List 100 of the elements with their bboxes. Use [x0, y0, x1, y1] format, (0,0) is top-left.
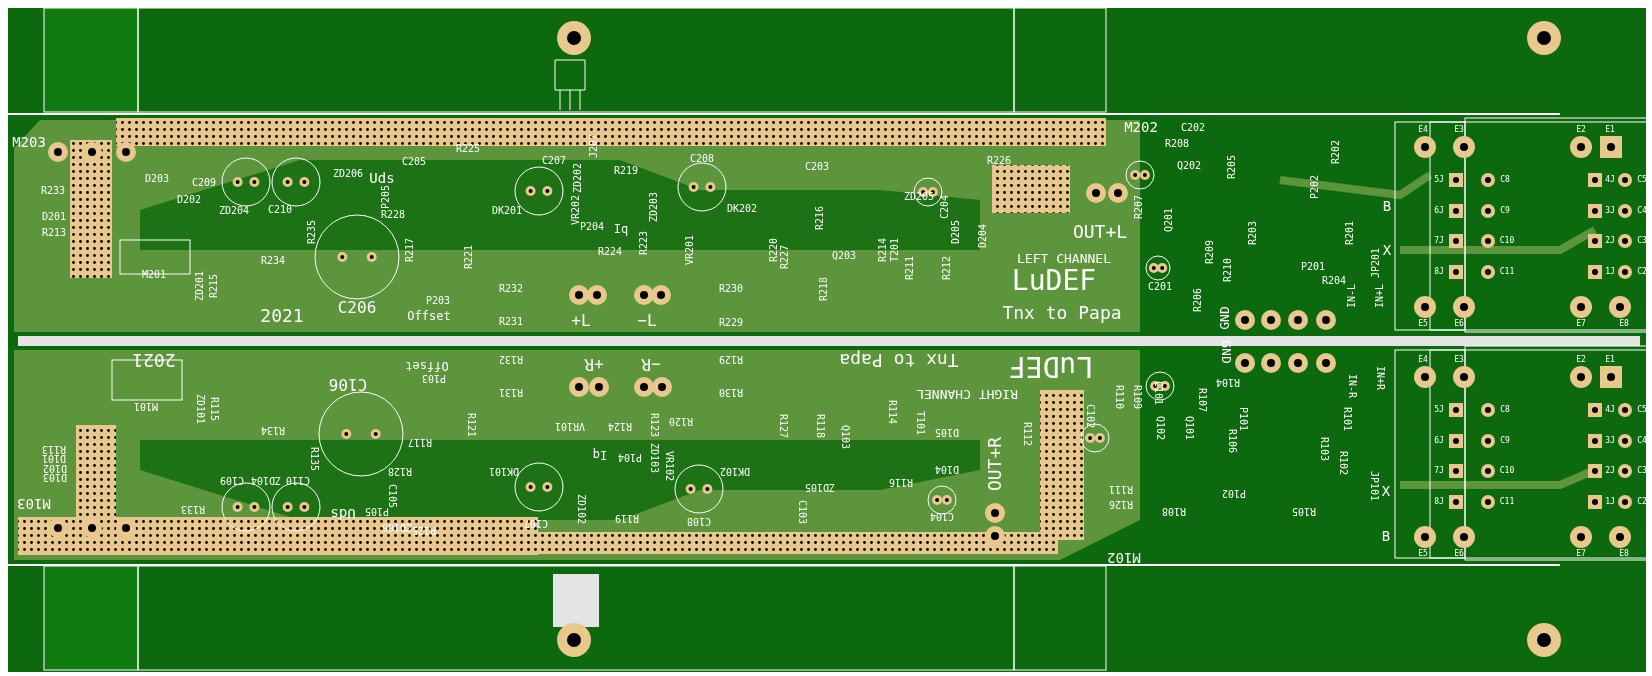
pin-label: C9	[1500, 207, 1510, 215]
component-designator: R103	[1319, 436, 1329, 462]
component-designator: DK201	[491, 206, 523, 216]
component-designator: VR101	[554, 421, 586, 431]
component-designator: R117	[407, 437, 433, 447]
component-designator: R214	[878, 237, 888, 263]
component-designator: R118	[815, 413, 825, 439]
terminal-label: IN-R	[1347, 373, 1357, 399]
component-designator: R232	[498, 284, 524, 294]
component-designator: R121	[466, 412, 476, 438]
terminal-label: +R	[584, 356, 604, 372]
component-designator: C102	[1085, 403, 1095, 429]
component-designator: P103	[421, 373, 447, 383]
component-designator: R115	[209, 396, 219, 422]
board-title: LuDEF	[1008, 352, 1094, 380]
component-designator: R135	[309, 446, 319, 472]
component-designator: M203	[12, 135, 46, 149]
component-designator: VR201	[685, 234, 695, 266]
pin-label: C5	[1637, 406, 1647, 414]
component-designator: D203	[144, 174, 170, 184]
component-designator: R110	[1114, 384, 1124, 410]
component-designator: R108	[1161, 506, 1187, 516]
component-designator: R134	[260, 425, 286, 435]
component-designator: JP201	[1371, 247, 1381, 279]
component-designator: R126	[1108, 499, 1134, 509]
terminal-label: GND	[1217, 306, 1231, 330]
terminal-label: IN+R	[1375, 365, 1385, 391]
component-designator: C210	[267, 205, 293, 215]
component-designator: M102	[1107, 551, 1141, 565]
pin-label: C2	[1637, 268, 1647, 276]
component-designator: Q101	[1184, 415, 1194, 441]
pin-label: E7	[1576, 550, 1586, 558]
component-designator: R226	[986, 156, 1012, 166]
component-designator: ZD103	[649, 442, 659, 474]
component-designator: R228	[380, 210, 406, 220]
terminal-label: IN+L	[1375, 283, 1385, 309]
pin-label: E3	[1454, 356, 1464, 364]
component-designator: R218	[819, 276, 829, 302]
component-designator: R206	[1193, 287, 1203, 313]
component-designator: D201	[41, 212, 67, 222]
pin-label: C10	[1499, 467, 1515, 475]
pin-label: C10	[1499, 237, 1515, 245]
component-designator: R220	[769, 237, 779, 263]
component-designator: C105	[387, 483, 397, 509]
component-designator: DK102	[719, 466, 751, 476]
pin-label: E6	[1454, 320, 1464, 328]
pin-label: C3	[1637, 237, 1647, 245]
component-designator: R107	[1197, 387, 1207, 413]
pin-label: C8	[1500, 406, 1510, 414]
component-designator: R101	[1342, 406, 1352, 432]
component-designator: C108	[686, 516, 712, 526]
component-designator: P203	[425, 296, 451, 306]
pin-label: 3J	[1605, 437, 1615, 445]
component-designator: P104	[617, 452, 643, 462]
pin-label: E4	[1418, 356, 1428, 364]
pin-label: 2J	[1605, 467, 1615, 475]
component-designator: R215	[209, 273, 219, 299]
pin-label: E5	[1418, 320, 1428, 328]
component-designator: C201	[1147, 282, 1173, 292]
component-designator: R120	[668, 416, 694, 426]
component-designator: C208	[689, 154, 715, 164]
pin-label: 6J	[1434, 207, 1444, 215]
pin-label: C5	[1637, 176, 1647, 184]
component-designator: M201	[141, 270, 167, 280]
pin-label: 7J	[1434, 237, 1444, 245]
trimmer-label: Offset	[405, 360, 449, 372]
component-designator: ZD202	[573, 162, 583, 194]
component-designator: DK202	[726, 204, 758, 214]
pin-label: E4	[1418, 126, 1428, 134]
component-designator: R217	[405, 237, 415, 263]
component-designator: ZD106	[381, 522, 413, 532]
pin-label: 8J	[1434, 268, 1444, 276]
component-designator: R208	[1164, 139, 1190, 149]
credit-text: Tnx to Papa	[839, 351, 959, 369]
component-designator: D204	[978, 223, 988, 249]
component-designator: R113	[41, 444, 67, 454]
component-designator: DK101	[488, 466, 520, 476]
pin-label: 7J	[1434, 467, 1444, 475]
credit-text: Tnx to Papa	[1002, 304, 1122, 322]
component-designator: T101	[915, 410, 925, 436]
channel-label: LEFT CHANNEL	[1017, 251, 1111, 265]
component-designator: ZD201	[195, 270, 205, 302]
component-designator: R209	[1205, 239, 1215, 265]
jumper-label: X	[1381, 484, 1391, 498]
pin-label: E6	[1454, 550, 1464, 558]
component-designator: P205	[381, 184, 391, 210]
pin-label: E8	[1619, 550, 1629, 558]
component-designator: R221	[464, 244, 474, 270]
component-designator: R230	[718, 284, 744, 294]
component-designator: R123	[649, 412, 659, 438]
pin-label: C11	[1499, 498, 1515, 506]
component-designator: R106	[1227, 428, 1237, 454]
component-designator: R223	[639, 230, 649, 256]
component-designator: R112	[1022, 421, 1032, 447]
pin-label: C4	[1637, 437, 1647, 445]
jumper-label: X	[1382, 243, 1392, 257]
pin-label: E5	[1418, 550, 1428, 558]
component-designator: Q202	[1176, 161, 1202, 171]
component-designator: ZD102	[576, 493, 586, 525]
component-designator: R114	[887, 399, 897, 425]
